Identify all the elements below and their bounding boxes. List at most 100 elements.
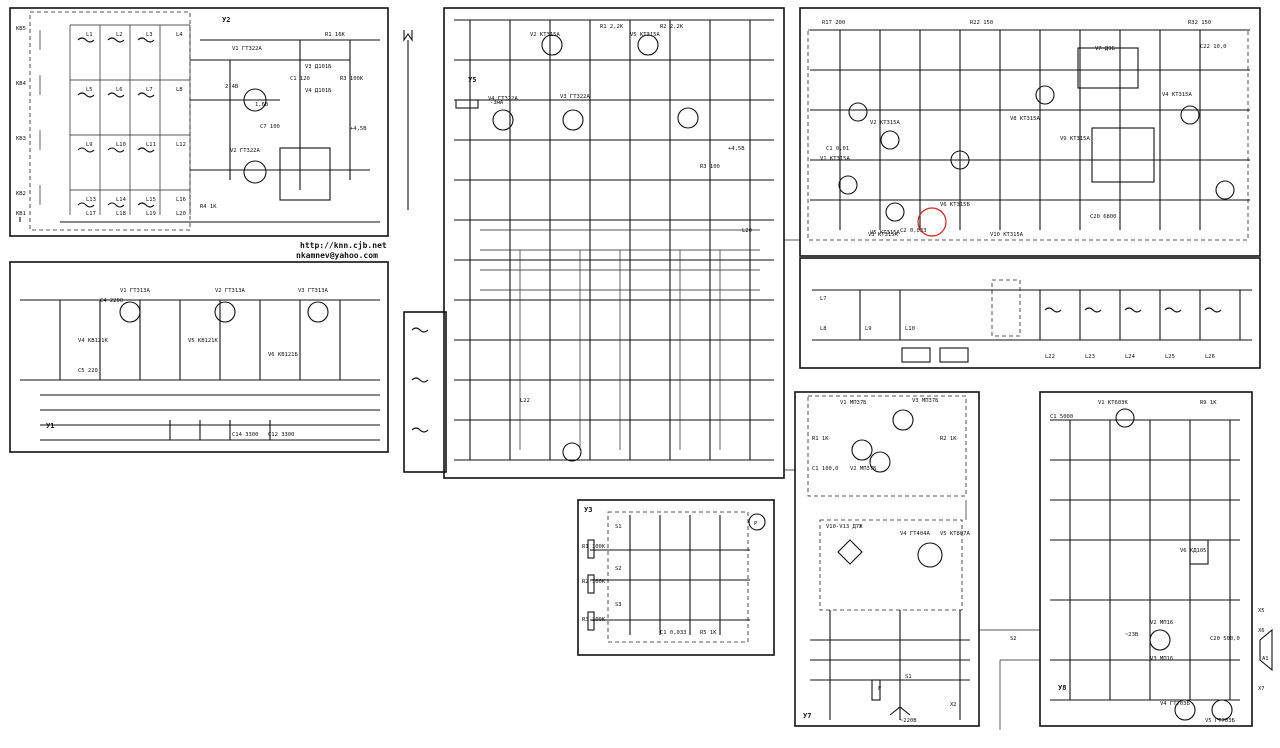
rm-coil-l22: L22 xyxy=(1045,354,1055,360)
y2-diode-v3: V3 Д101Б xyxy=(305,64,332,70)
rt-resistor-r17: R17 200 xyxy=(822,20,845,26)
rt-diode-v7: V7 Д9Б xyxy=(1095,46,1116,52)
y3-resistor-r2: R2 100К xyxy=(582,579,606,585)
y3-resistor-r5: R5 1К xyxy=(700,630,717,636)
website-link[interactable]: http://knn.cjb.net xyxy=(300,240,387,250)
y2-transistor-v2: V2 ГТ322А xyxy=(230,148,260,154)
y2-coil-l4: L4 xyxy=(176,32,183,38)
y8-connector-x6: X6 xyxy=(1258,628,1265,634)
block-y5: -3мА V2 КТ315А V4 ГТ322А V3 ГТ322А V5 КТ… xyxy=(403,7,785,479)
y2-voltage-2: 1,6В xyxy=(255,102,269,108)
y2-resistor-r1: R1 16К xyxy=(325,32,346,38)
y2-coil-l14: L14 xyxy=(116,197,127,203)
rt-capacitor-c22: C22 10,0 xyxy=(1200,44,1227,50)
rt-transistor-v4: V4 КТ315А xyxy=(1162,92,1192,98)
y1-capacitor-c5: C5 220 xyxy=(78,368,98,374)
y7-transistor-v3: V3 МП37Б xyxy=(912,398,939,404)
rt-transistor-v8: V8 КТ315А xyxy=(1010,116,1040,122)
rm-coil-l25: L25 xyxy=(1165,354,1175,360)
y2-switch-label-5: КВ1 xyxy=(16,211,26,217)
y1-transistor-v3: V3 ГТ313А xyxy=(298,288,328,294)
y8-diode-v6: V6 КД105 xyxy=(1180,548,1207,554)
y7-transistor-v2: V2 МП37Б xyxy=(850,466,877,472)
y1-capacitor-c14: C14 3300 xyxy=(232,432,259,438)
y3-switch-s1: S1 xyxy=(615,524,622,530)
y1-varicap-v6: V6 КВ121Б xyxy=(268,352,298,358)
rm-coil-l9: L9 xyxy=(865,326,872,332)
y1-transistor-v1: V1 ГТ313А xyxy=(120,288,150,294)
y2-coil-l11: L11 xyxy=(146,142,156,148)
y1-capacitor-c4: C4 2200 xyxy=(100,298,123,304)
block-y7: V1 МП37Б V2 МП37Б V3 МП37Б V4 ГТ404А V5 … xyxy=(794,391,1017,727)
block-y1: V1 ГТ313А V2 ГТ313А V3 ГТ313А V4 КВ121К … xyxy=(9,261,389,453)
y7-block-label: У7 xyxy=(803,712,811,720)
y5-block-label: У5 xyxy=(468,76,476,84)
y2-coil-l6: L6 xyxy=(116,87,123,93)
y8-capacitor-c20: C20 500,0 xyxy=(1210,636,1240,642)
rt-transistor-v10: V10 КТ315А xyxy=(990,232,1024,238)
y3-resistor-r3: R3 100К xyxy=(582,617,606,623)
y8-resistor-r9: R9 1К xyxy=(1200,400,1217,406)
y2-coil-l5: L5 xyxy=(86,87,93,93)
rt-resistor-r22: R22 150 xyxy=(970,20,993,26)
y7-switch-s2: S2 xyxy=(1010,636,1017,642)
y5-transistor-v3: V3 ГТ322А xyxy=(560,94,590,100)
y2-coil-l17: L17 xyxy=(86,211,96,217)
y1-capacitor-c12: C12 3300 xyxy=(268,432,295,438)
y2-coil-l20: L20 xyxy=(176,211,186,217)
rm-coil-l7: L7 xyxy=(820,296,827,302)
y3-resistor-r1: R1 100К xyxy=(582,544,606,550)
y2-coil-l16: L16 xyxy=(176,197,186,203)
y7-mains-label: ~220В xyxy=(900,718,917,724)
y7-connector-x2: X2 xyxy=(950,702,957,708)
y2-capacitor-c1: C1 120 xyxy=(290,76,310,82)
y8-connector-x5: X5 xyxy=(1258,608,1265,614)
y8-capacitor-c1: C1 5000 xyxy=(1050,414,1073,420)
y8-transistor-v3: V3 МП16 xyxy=(1150,656,1173,662)
rt-transistor-v9: V9 КТ315А xyxy=(1060,136,1090,142)
y3-switch-s3: S3 xyxy=(615,602,622,608)
y2-coil-l10: L10 xyxy=(116,142,126,148)
y8-speaker-a1: A1 xyxy=(1262,656,1269,662)
y2-switch-label-3: КВ3 xyxy=(16,136,26,142)
y2-coil-l18: L18 xyxy=(116,211,126,217)
rm-coil-l8: L8 xyxy=(820,326,827,332)
y7-resistor-r2: R2 1К xyxy=(940,436,957,442)
y7-transistor-v5: V5 КТ807А xyxy=(940,531,970,537)
y1-varicap-v5: V5 КВ121К xyxy=(188,338,218,344)
y7-transistor-v1: V1 МП37Б xyxy=(840,400,867,406)
y8-block-label: У8 xyxy=(1058,684,1066,692)
rm-coil-l24: L24 xyxy=(1125,354,1136,360)
y2-coil-l13: L13 xyxy=(86,197,96,203)
y5-resistor-r3: R3 100 xyxy=(700,164,720,170)
y7-fuse-f: F xyxy=(878,686,881,692)
block-y8: V1 КТ603К V2 МП16 V3 МП16 V4 ГТ703Б V5 Г… xyxy=(1039,391,1273,727)
block-right-top: R17 200 R22 150 R32 150 V1 КТ315А V2 КТ3… xyxy=(799,7,1261,257)
y1-varicap-v4: V4 КВ121К xyxy=(78,338,108,344)
y3-block-label: У3 xyxy=(584,506,592,514)
y8-supply-label: ~23В xyxy=(1125,632,1139,638)
y2-capacitor-c7: C7 100 xyxy=(260,124,280,130)
y2-switch-label-1: КВ5 xyxy=(16,26,26,32)
y2-block-label: У2 xyxy=(222,16,230,24)
y2-coil-l19: L19 xyxy=(146,211,156,217)
y7-switch-s1: S1 xyxy=(905,674,912,680)
email-link[interactable]: nkamnev@yahoo.com xyxy=(296,251,378,260)
y5-supply-label: +4,5В xyxy=(728,146,745,152)
y7-transistor-v4: V4 ГТ404А xyxy=(900,531,930,537)
highlight-circle xyxy=(917,207,947,237)
rt-transistor-v6: V6 КТ315Б xyxy=(940,202,970,208)
rt-capacitor-c2: C2 0,033 xyxy=(900,228,927,234)
y2-coil-l2: L2 xyxy=(116,32,123,38)
y8-transistor-v2: V2 МП16 xyxy=(1150,620,1173,626)
y2-coil-l7: L7 xyxy=(146,87,153,93)
block-y3: R1 100К R2 100К R3 100К R5 1К C1 0,033 S… xyxy=(577,499,775,656)
block-y2: КВ5 КВ4 КВ3 КВ2 КВ1 V1 ГТ322А V2 ГТ322А … xyxy=(9,7,389,237)
y2-coil-l8: L8 xyxy=(176,87,183,93)
y2-switch-label-2: КВ4 xyxy=(16,81,27,87)
y2-supply-label: +4,5В xyxy=(350,126,367,132)
y8-connector-x7: X7 xyxy=(1258,686,1265,692)
rt-capacitor-c1: C1 0,01 xyxy=(826,146,849,152)
y3-indicator-p: P xyxy=(754,521,758,527)
